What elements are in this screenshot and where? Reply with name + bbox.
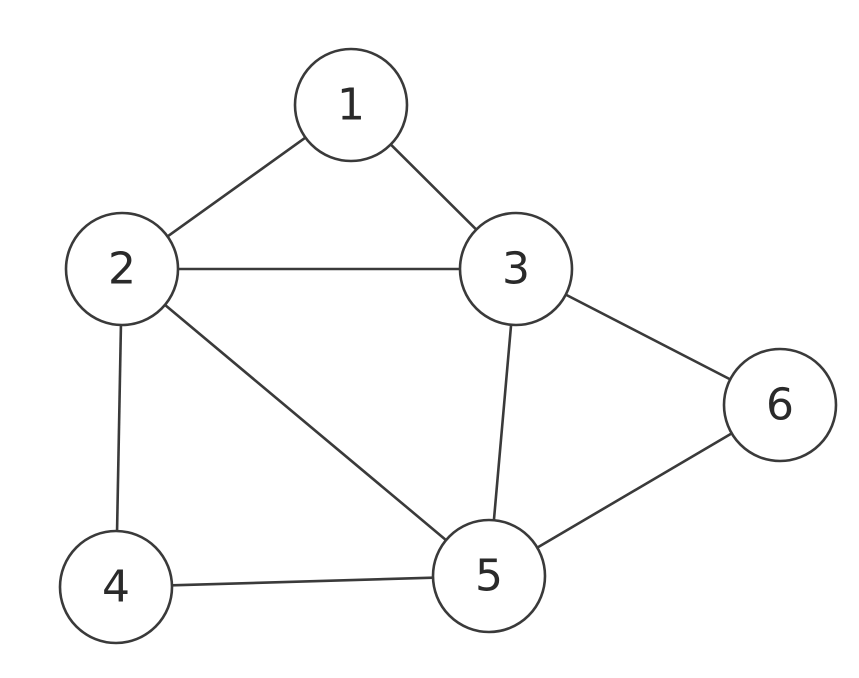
node-label-5: 5 [475,551,503,602]
edges-layer [115,136,733,587]
edge-2-4 [115,324,123,532]
edge-1-2 [166,136,307,238]
edge-3-6 [565,293,731,381]
node-circle-4 [58,529,174,645]
edge-3-5 [492,324,513,521]
node-2: 2 [64,211,180,327]
node-circle-6 [722,347,838,463]
node-1: 1 [293,47,409,163]
node-label-1: 1 [337,80,365,131]
edge-5-6 [536,432,733,549]
edge-4-5 [171,576,434,587]
node-circle-1 [293,47,409,163]
node-circle-2 [64,211,180,327]
edge-1-3 [389,143,478,231]
nodes-layer: 1 2 3 4 5 6 [58,47,838,645]
node-4: 4 [58,529,174,645]
node-label-2: 2 [108,244,136,295]
node-6: 6 [722,347,838,463]
node-3: 3 [458,211,574,327]
node-label-4: 4 [102,562,130,613]
node-label-3: 3 [502,244,530,295]
node-5: 5 [431,518,547,634]
node-circle-3 [458,211,574,327]
node-label-6: 6 [766,380,794,431]
edge-2-5 [164,303,447,542]
node-circle-5 [431,518,547,634]
